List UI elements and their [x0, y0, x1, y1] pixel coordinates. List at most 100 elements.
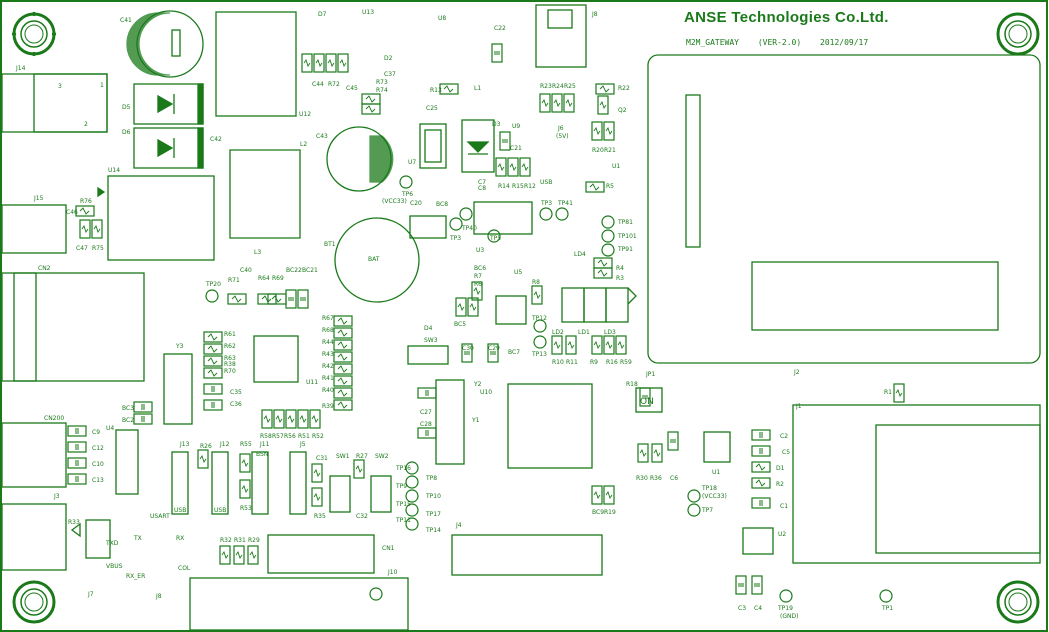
silkscreen-label: Q2: [618, 107, 627, 114]
silkscreen-label: RX_ER: [126, 573, 145, 580]
silkscreen-label: BC6: [474, 265, 486, 272]
silkscreen-label: U5: [514, 269, 522, 276]
silkscreen-label: C25: [426, 105, 438, 112]
silkscreen-label: RX: [176, 535, 184, 542]
silkscreen-label: C3: [738, 605, 746, 612]
silkscreen-label: R29: [248, 537, 260, 544]
silkscreen-label: R13: [430, 87, 442, 94]
silkscreen-label: D7: [318, 11, 327, 18]
silkscreen-label: C7: [478, 179, 486, 186]
silkscreen-label: R27: [356, 453, 368, 460]
silkscreen-label: TP15: [395, 501, 411, 508]
silkscreen-label: J8: [591, 11, 598, 18]
silkscreen-label: D6: [122, 129, 131, 136]
silkscreen-label: R4: [616, 265, 624, 272]
silkscreen-label: TP14: [425, 527, 441, 534]
silkscreen-label: R61: [224, 331, 236, 338]
silkscreen-label: J3: [53, 493, 60, 500]
silkscreen-label: R2: [776, 481, 784, 488]
silkscreen-label: R15: [512, 183, 524, 190]
silkscreen-label: C32: [356, 513, 368, 520]
silkscreen-label: TP10: [425, 493, 441, 500]
silkscreen-label: C46: [66, 209, 78, 216]
silkscreen-label: C27: [420, 409, 432, 416]
silkscreen-label: C13: [92, 477, 104, 484]
silkscreen-label: SW3: [424, 337, 438, 344]
silkscreen-label: TP1: [881, 605, 893, 612]
silkscreen-label: R40: [322, 387, 334, 394]
silkscreen-label: D2: [384, 55, 393, 62]
silkscreen-label: D1: [776, 465, 785, 472]
silkscreen-label: R23: [540, 83, 552, 90]
silkscreen-label: R71: [228, 277, 240, 284]
silkscreen-label: R59: [620, 359, 632, 366]
silkscreen-label: C21: [510, 145, 522, 152]
silkscreen-label: TP17: [425, 511, 441, 518]
silkscreen-label: J7: [87, 591, 94, 598]
silkscreen-label: BC9: [592, 509, 604, 516]
silkscreen-label: (5V): [556, 133, 569, 140]
silkscreen-label: R7: [474, 273, 482, 280]
silkscreen-label: C29: [488, 345, 500, 352]
silkscreen-label: R20: [592, 147, 604, 154]
silkscreen-label: R58: [260, 433, 272, 440]
silkscreen-label: TP3: [540, 200, 552, 207]
product-name: M2M_GATEWAY: [686, 38, 739, 47]
silkscreen-label: U11: [306, 379, 318, 386]
silkscreen-label: R16: [606, 359, 618, 366]
silkscreen-label: BC21: [302, 267, 318, 274]
silkscreen-label: R69: [272, 275, 284, 282]
components: [67, 43, 905, 595]
silkscreen-label: R56: [284, 433, 296, 440]
silkscreen-label: 2: [84, 121, 88, 128]
silkscreen-label: TP11: [395, 517, 411, 524]
silkscreen-label: R6: [474, 281, 482, 288]
silkscreen-label: J5: [299, 441, 306, 448]
silkscreen-label: R53: [240, 505, 252, 512]
silkscreen-label: LD1: [578, 329, 590, 336]
silkscreen-label: R26: [200, 443, 212, 450]
silkscreen-label: (VCC33): [702, 493, 727, 500]
silkscreen-label: R10: [552, 359, 564, 366]
silkscreen-label: R68: [322, 327, 334, 334]
silkscreen-label: TP12: [531, 315, 547, 322]
silkscreen-label: J13: [179, 441, 190, 448]
silkscreen-label: J8: [155, 593, 162, 600]
silkscreen-label: TP20: [205, 281, 221, 288]
silkscreen-label: U7: [408, 159, 416, 166]
silkscreen-label: C36: [230, 401, 242, 408]
silkscreen-label: U3: [476, 247, 484, 254]
silkscreen-label: TP40: [461, 225, 477, 232]
silkscreen-label: C28: [420, 421, 432, 428]
silkscreen-label: R25: [564, 83, 576, 90]
silkscreen-label: U1: [612, 163, 620, 170]
silkscreen-label: TP91: [617, 246, 633, 253]
test-points: [205, 175, 893, 603]
silkscreen-label: TP5: [489, 235, 501, 242]
silkscreen-label: SW2: [375, 453, 389, 460]
silkscreen-label: TP16: [395, 465, 411, 472]
silkscreen-label: R41: [322, 375, 334, 382]
silkscreen-label: C20: [410, 200, 422, 207]
mounting-hole-bottom-left: [12, 580, 56, 624]
board-info: M2M_GATEWAY (VER-2.0) 2012/09/17: [686, 38, 882, 47]
silkscreen-label: Y2: [473, 381, 482, 388]
silkscreen-label: L3: [254, 249, 261, 256]
board-version: (VER-2.0): [757, 38, 802, 47]
silkscreen-label: VBUS: [106, 563, 123, 570]
silkscreen-label: D3: [492, 121, 501, 128]
silkscreen-label: ON: [640, 397, 654, 407]
silkscreen-label: R8: [532, 279, 540, 286]
silkscreen-label: C4: [754, 605, 762, 612]
silkscreen-label: 1: [100, 82, 104, 89]
silkscreen-label: C22: [494, 25, 506, 32]
board-date: 2012/09/17: [820, 38, 869, 47]
silkscreen-label: R76: [80, 198, 92, 205]
mounting-hole-top-right: [996, 12, 1040, 56]
silkscreen-label: R62: [224, 343, 236, 350]
silkscreen-label: 3: [58, 83, 62, 90]
mounting-hole-top-left: [11, 11, 57, 57]
silkscreen-label: J15: [33, 195, 44, 202]
silkscreen-label: R19: [604, 509, 616, 516]
silkscreen-label: R24: [552, 83, 564, 90]
